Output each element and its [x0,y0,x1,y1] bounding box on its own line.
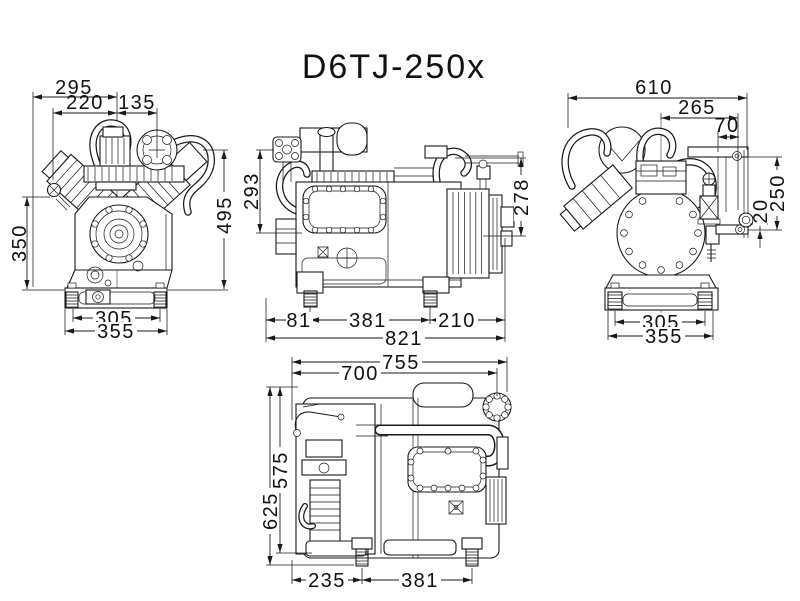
side-machine-art [272,122,524,308]
top-dimensions: 755 700 575 625 235 381 [260,352,508,592]
dim-back-width-overall: 610 [635,77,673,99]
dim-side-height-right: 278 [511,178,533,216]
front-view: 295 220 135 350 495 305 355 [9,77,236,343]
dim-front-height-front: 350 [9,224,31,262]
drawing-title: D6TJ-250x [302,48,486,86]
dim-side-height-left: 293 [241,172,263,210]
top-view: 755 700 575 625 235 381 [260,352,512,592]
dim-top-width-inner: 575 [270,451,292,489]
dim-back-offset-center: 265 [678,97,716,119]
side-view: 293 278 81 381 210 821 [241,122,533,350]
back-view: 610 265 70 250 20 305 355 [559,77,789,348]
dim-front-top-right: 135 [118,92,156,114]
front-dimensions: 295 220 135 350 495 305 355 [9,77,236,343]
dim-back-base-width: 355 [645,326,683,348]
dim-side-feet-pitch: 381 [349,310,387,332]
back-machine-art [559,120,754,316]
side-dimensions: 293 278 81 381 210 821 [241,149,533,350]
front-machine-art [41,119,216,309]
dim-front-top-total: 295 [55,77,93,99]
dim-front-top-left: 220 [66,92,104,114]
dim-top-width-overall: 625 [260,492,282,530]
back-dimensions: 610 265 70 250 20 305 355 [567,77,789,348]
dim-top-length-to-flange: 755 [382,352,420,374]
dim-back-height-bracket: 250 [767,174,789,212]
dim-side-foot-inset: 81 [286,310,311,332]
dim-side-length-overall: 821 [385,328,423,350]
dim-front-base-width: 355 [97,321,135,343]
dim-side-rear-overhang: 210 [438,310,476,332]
dim-top-length-body: 700 [341,363,379,385]
top-machine-art [293,382,512,567]
dim-top-feet-pitch: 381 [401,570,439,592]
dim-front-height-overall: 495 [214,196,236,234]
dim-back-offset-valve: 70 [714,115,739,137]
dim-top-foot-offset: 235 [308,570,346,592]
dim-back-step: 20 [750,198,772,223]
